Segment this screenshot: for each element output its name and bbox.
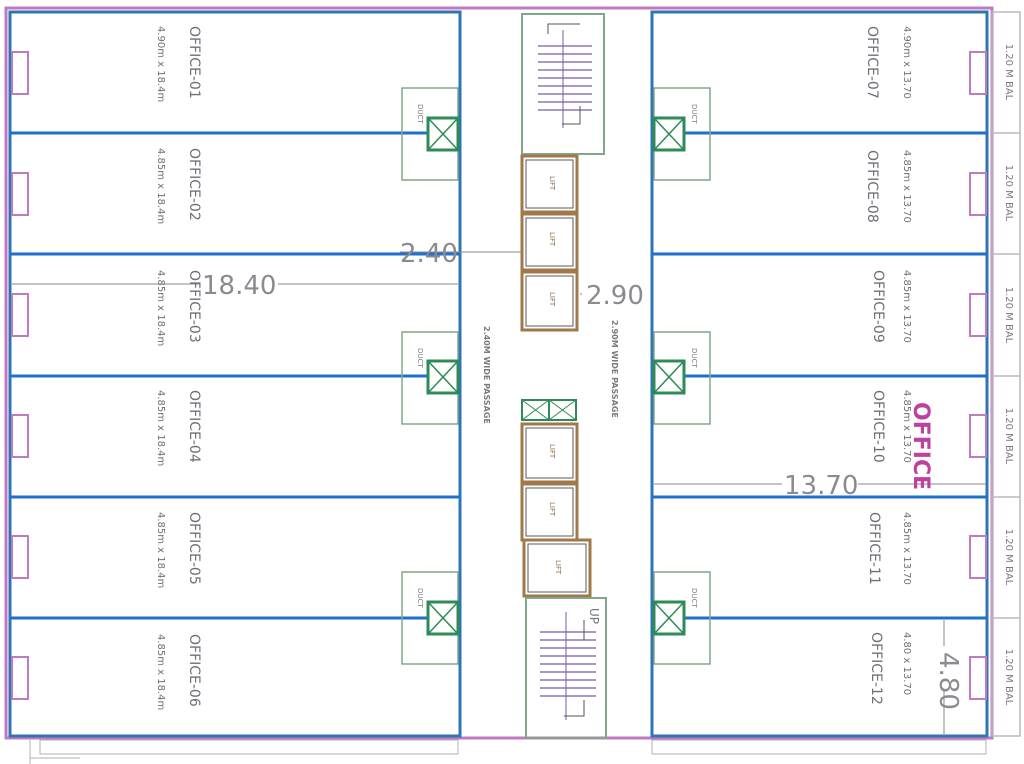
balcony-label: 1.20 M BAL [1003,529,1014,586]
balcony-label: 1.20 M BAL [1003,165,1014,222]
bottom-scale [29,739,987,764]
left-duct-shafts [401,87,460,665]
office-name: OFFICE-11 [866,512,882,585]
duct-label: DUCT [416,104,424,124]
right-windows [969,51,987,700]
office-size: 4.85m x 18.4m [155,634,166,710]
office-name: OFFICE-12 [868,632,884,705]
office-size: 4.90m x 13.70 [901,26,912,99]
office-size: 4.85m x 13.70 [901,150,912,223]
right-passage-label: 2.90M WIDE PASSAGE [610,320,619,418]
duct-label: DUCT [690,104,698,124]
left-office-labels: OFFICE-01 4.90m x 18.4m OFFICE-02 4.85m … [155,26,202,710]
left-width-dimension: 18.40 [202,271,276,301]
right-office-dividers [652,131,987,620]
duct-label: DUCT [690,348,698,368]
office-name: OFFICE-09 [870,270,886,343]
office-tag: OFFICE [908,402,933,490]
lift-label: LIFT [548,176,556,191]
balcony-labels: 1.20 M BAL 1.20 M BAL 1.20 M BAL 1.20 M … [1003,44,1014,706]
left-windows [11,51,29,700]
office-name: OFFICE-01 [186,26,202,99]
duct-labels: DUCT DUCT DUCT DUCT DUCT DUCT [416,104,698,608]
office-size: 4.85m x 18.4m [155,390,166,466]
office-name: OFFICE-07 [864,26,880,99]
right-office-block [650,10,989,738]
office-name: OFFICE-08 [864,150,880,223]
duct-label: DUCT [416,588,424,608]
balcony-label: 1.20 M BAL [1003,649,1014,706]
office-size: 4.90m x 18.4m [155,26,166,102]
lift-labels: LIFT LIFT LIFT LIFT LIFT LIFT [548,176,562,575]
office-size: 4.85m x 13.70 [901,270,912,343]
left-passage-label: 2.40M WIDE PASSAGE [482,326,491,424]
office-size: 4.85m x 13.70 [901,390,912,463]
balcony-label: 1.20 M BAL [1003,408,1014,465]
left-office-dividers [10,131,460,620]
building-outline [4,6,994,740]
stair-up-label: UP [587,608,601,624]
bay-width-dimension: 4.80 [933,652,963,710]
duct-label: DUCT [690,588,698,608]
office-name: OFFICE-05 [186,512,202,585]
lift-label: LIFT [548,232,556,247]
right-duct-shafts [652,87,711,665]
office-name: OFFICE-10 [870,390,886,463]
office-size: 4.85m x 13.70 [901,512,912,585]
office-name: OFFICE-04 [186,390,202,463]
office-size: 4.85m x 18.4m [155,148,166,224]
office-name: OFFICE-03 [186,270,202,343]
right-passage-dimension: 2.90 [586,281,644,311]
office-size: 4.85m x 18.4m [155,512,166,588]
balcony-label: 1.20 M BAL [1003,287,1014,344]
dimension-lines [12,251,986,736]
lift-label: LIFT [554,560,562,575]
lift-label: LIFT [548,502,556,517]
lift-label: LIFT [548,444,556,459]
office-size: 4.80 x 13.70 [901,632,912,695]
left-office-block [8,10,462,738]
duct-label: DUCT [416,348,424,368]
right-width-dimension: 13.70 [784,471,858,501]
office-name: OFFICE-02 [186,148,202,221]
right-office-labels: OFFICE-07 4.90m x 13.70 OFFICE-08 4.85m … [864,26,912,705]
office-name: OFFICE-06 [186,634,202,707]
balcony-label: 1.20 M BAL [1003,44,1014,101]
office-size: 4.85m x 18.4m [155,270,166,346]
left-passage-dimension: 2.40 [400,239,458,269]
balcony-strip [991,11,1021,737]
central-core [520,13,607,739]
lift-label: LIFT [548,292,556,307]
